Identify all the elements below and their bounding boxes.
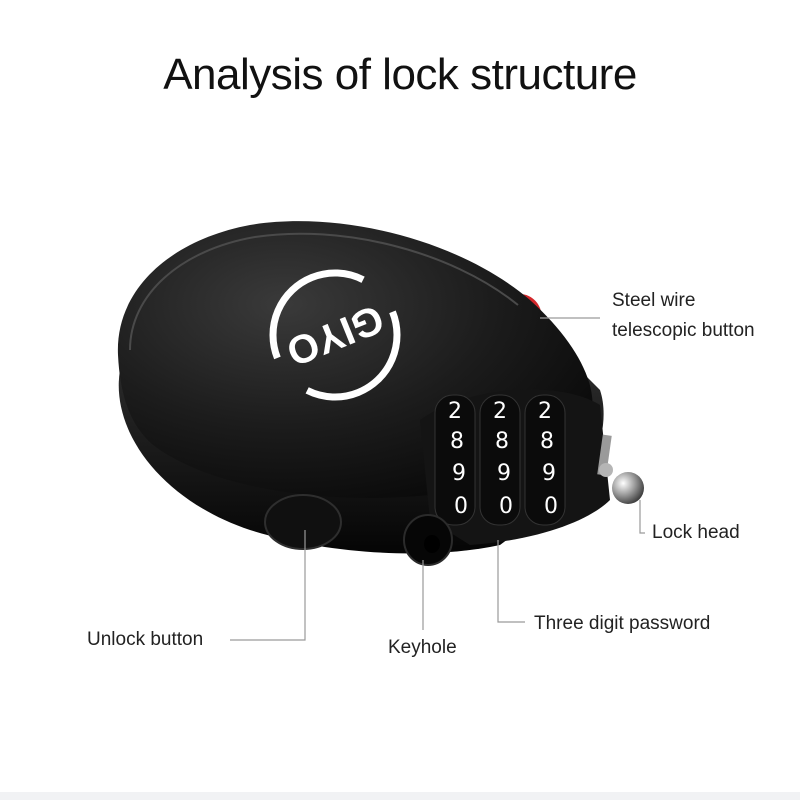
dial-wheel-2 <box>479 394 521 526</box>
dial-2-digit-3: 9 <box>497 461 511 486</box>
dial-1-digit-1: 2 <box>448 399 462 424</box>
combination-dials: 2 8 9 0 2 8 9 0 2 8 9 0 <box>434 394 566 526</box>
steel-wire-label-line2: telescopic button <box>612 320 755 341</box>
dial-wheel-1 <box>434 394 476 526</box>
dial-3-digit-3: 9 <box>542 461 556 486</box>
dial-2-digit-1: 2 <box>493 399 507 424</box>
keyhole-label: Keyhole <box>388 637 457 658</box>
lock-head-callout-line <box>639 500 645 534</box>
dial-1-digit-2: 8 <box>450 429 464 454</box>
bottom-strip <box>0 792 800 800</box>
lock-head-ball <box>612 472 644 504</box>
dial-3-digit-1: 2 <box>538 399 552 424</box>
dial-1-digit-3: 9 <box>452 461 466 486</box>
dial-wheel-3 <box>524 394 566 526</box>
dial-2-digit-4: 0 <box>499 494 513 519</box>
dial-1-digit-4: 0 <box>454 494 468 519</box>
steel-wire-label-line1: Steel wire <box>612 290 696 311</box>
unlock-callout-line <box>230 530 306 641</box>
page-title: Analysis of lock structure <box>163 50 637 99</box>
three-digit-password-label: Three digit password <box>534 613 711 634</box>
password-callout-line <box>497 540 525 623</box>
lock-head-label: Lock head <box>652 522 740 543</box>
steel-wire-label: Steel wire telescopic button <box>612 286 755 346</box>
unlock-button <box>264 494 342 550</box>
unlock-button-label: Unlock button <box>87 629 204 650</box>
dial-3-digit-4: 0 <box>544 494 558 519</box>
dial-2-digit-2: 8 <box>495 429 509 454</box>
dial-3-digit-2: 8 <box>540 429 554 454</box>
